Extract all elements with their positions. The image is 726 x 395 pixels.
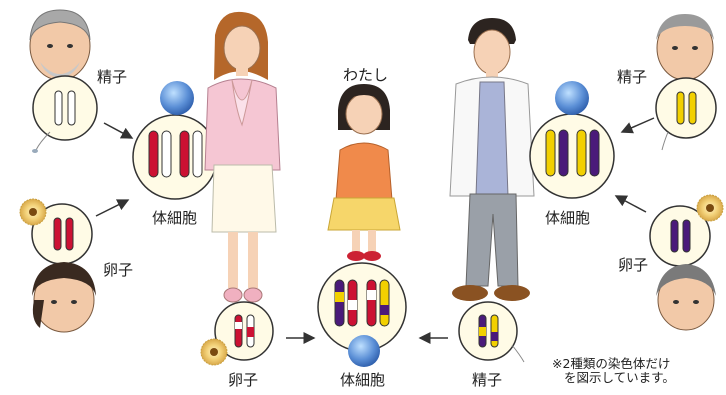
child-figure [327, 84, 401, 261]
sperm-cell-right [655, 77, 717, 151]
footnote-line-1: ※2種類の染色体だけ [552, 356, 671, 371]
somatic-cell-child [317, 262, 407, 367]
father-figure [449, 18, 535, 301]
grandmother-left-portrait [32, 262, 96, 333]
label-sperm-bottom: 精子 [472, 371, 503, 389]
label-egg-right: 卵子 [618, 256, 649, 274]
egg-cell-right [649, 194, 724, 267]
sperm-cell-left [32, 75, 98, 153]
sperm-icon [32, 149, 38, 153]
label-me: わたし [343, 66, 389, 84]
footnote-line-2: を図示しています。 [564, 370, 675, 386]
sperm-cell-bottom [458, 301, 525, 363]
grandfather-right-portrait [656, 14, 714, 81]
somatic-cell-father [529, 81, 615, 199]
label-somatic-cell-bottom: 体細胞 [340, 371, 386, 389]
label-somatic-cell-right: 体細胞 [545, 209, 591, 227]
label-sperm-top-right: 精子 [617, 68, 648, 86]
footnote: ※2種類の染色体だけ を図示しています。 [552, 356, 675, 386]
label-egg-bottom: 卵子 [228, 371, 259, 389]
grandfather-left-portrait [29, 9, 91, 81]
grandmother-right-portrait [656, 264, 716, 331]
label-egg-left: 卵子 [103, 261, 134, 279]
somatic-cell-mother [132, 81, 218, 200]
egg-cell-left [19, 198, 93, 265]
label-sperm-top-left: 精子 [97, 68, 128, 86]
egg-cell-bottom [200, 301, 274, 366]
mother-figure [204, 11, 281, 303]
label-somatic-cell-left: 体細胞 [152, 209, 198, 227]
